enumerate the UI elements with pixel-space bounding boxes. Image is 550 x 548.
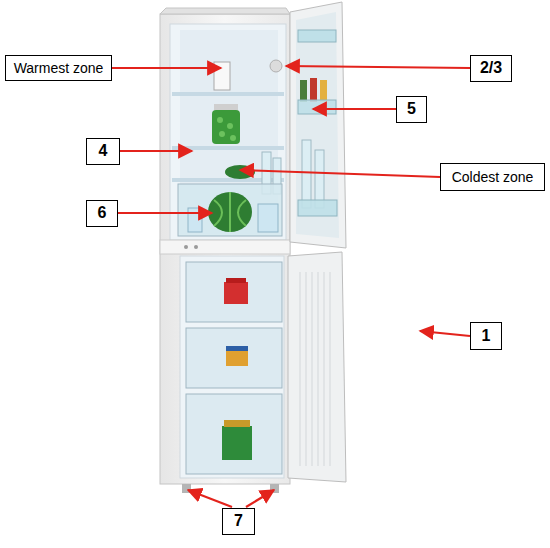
callout-number: 2/3 (470, 55, 512, 82)
box-text: 5 (407, 100, 416, 118)
box-text: Warmest zone (14, 60, 104, 76)
box-text: 1 (482, 327, 491, 345)
box-text: 6 (98, 204, 107, 222)
zone-label: Coldest zone (440, 163, 545, 191)
callout-number: 7 (222, 508, 255, 535)
box-text: Coldest zone (452, 169, 534, 185)
box-text: 4 (99, 142, 108, 160)
box-text: 7 (234, 512, 243, 530)
callout-number: 1 (470, 322, 502, 350)
zone-label: Warmest zone (5, 55, 112, 81)
callout-number: 4 (86, 138, 120, 165)
callout-number: 5 (396, 96, 427, 123)
box-text: 2/3 (480, 59, 502, 77)
leader-arrows (112, 66, 470, 507)
callout-number: 6 (86, 200, 118, 227)
